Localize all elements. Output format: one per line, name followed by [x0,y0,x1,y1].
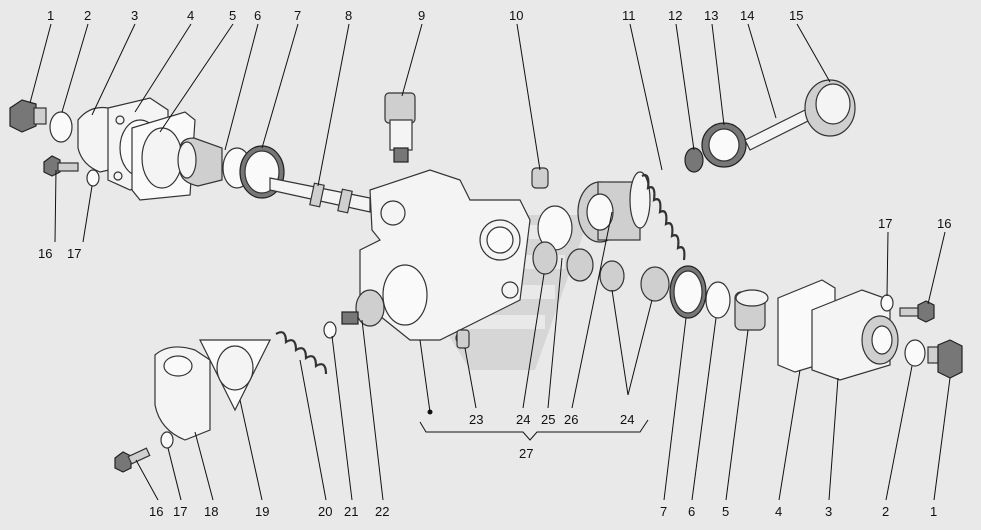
part-9-fitting [384,92,416,163]
part-2-washer-top [49,111,73,143]
part-17-washer-right [880,294,894,312]
label-27-assembly: 27 [519,446,533,461]
part-17-washer-top-left [86,169,100,187]
labels-side: 16 17 17 16 [38,216,951,261]
label-4-bottom: 4 [775,504,782,519]
part-4-gasket-plate-top [131,111,196,201]
label-5-bottom: 5 [722,504,729,519]
part-14-rod [744,109,811,151]
part-20-spring-left [275,331,328,375]
part-2-washer-bottom [904,339,926,367]
label-3-top: 3 [131,8,138,23]
part-22-valve-plug [341,289,385,327]
part-11-spring-top [641,174,686,261]
label-8-top: 8 [345,8,352,23]
label-15-top: 15 [789,8,803,23]
label-2-top: 2 [84,8,91,23]
label-24-b: 24 [620,412,634,427]
label-20: 20 [318,504,332,519]
label-12-top: 12 [668,8,682,23]
label-17-left: 17 [67,246,81,261]
label-1-bottom: 1 [930,504,937,519]
label-6-top: 6 [254,8,261,23]
part-8-valve-stem [269,177,371,214]
label-17-right: 17 [878,216,892,231]
part-10-pin [531,167,549,189]
label-24-a: 24 [516,412,530,427]
label-23: 23 [469,412,483,427]
label-16-bottom: 16 [149,504,163,519]
part-18-elbow-housing [154,346,211,441]
part-16-bolt-bottom-left [114,447,151,473]
labels-middle: 23 24 25 26 24 27 [469,412,634,461]
label-21: 21 [344,504,358,519]
label-18: 18 [204,504,218,519]
label-17-bottom: 17 [173,504,187,519]
label-4-top: 4 [187,8,194,23]
label-25: 25 [541,412,555,427]
label-7-bottom: 7 [660,504,667,519]
label-19: 19 [255,504,269,519]
label-10-top: 10 [509,8,523,23]
part-3-cover-bottom [811,289,899,381]
part-12-ring-top [684,147,704,173]
part-19-gasket-triangle [199,339,271,412]
label-7-top: 7 [294,8,301,23]
label-2-bottom: 2 [882,504,889,519]
part-23-pin [456,329,470,349]
part-16-bolt-top-left [43,155,79,177]
valve-body [359,169,531,345]
part-21-ring-small [323,321,337,339]
label-1-top: 1 [47,8,54,23]
label-9-top: 9 [418,8,425,23]
part-24-bushing-d [640,266,670,302]
label-5-top: 5 [229,8,236,23]
part-1-plug-top [9,99,47,133]
part-13-retainer [701,122,747,168]
labels-top: 1 2 3 4 5 6 7 8 9 10 11 12 13 14 15 [47,8,803,23]
label-14-top: 14 [740,8,754,23]
part-6-ring-bottom [705,281,731,319]
label-3-bottom: 3 [825,504,832,519]
part-15-piston [804,79,856,137]
label-6-bottom: 6 [688,504,695,519]
part-5-sleeve-top [177,137,223,187]
part-24-bushing-a [532,241,558,275]
label-13-top: 13 [704,8,718,23]
labels-bottom-right: 7 6 5 4 3 2 1 [660,504,937,519]
label-26: 26 [564,412,578,427]
label-16-right: 16 [937,216,951,231]
part-25-bushing-b [566,248,594,282]
part-7-disc-bottom [669,265,707,319]
leader-lines [29,23,951,501]
label-16-left: 16 [38,246,52,261]
labels-bottom-left: 16 17 18 19 20 21 22 [149,504,389,519]
part-16-bolt-right [899,300,935,323]
part-24-bushing-c [599,260,625,292]
part-1-plug-bottom [927,339,963,379]
label-11-top: 11 [622,8,636,23]
part-5-sleeve-bottom [734,289,769,331]
part-26-spool [577,171,651,243]
part-17-washer-bottom-left [160,431,174,449]
label-22: 22 [375,504,389,519]
